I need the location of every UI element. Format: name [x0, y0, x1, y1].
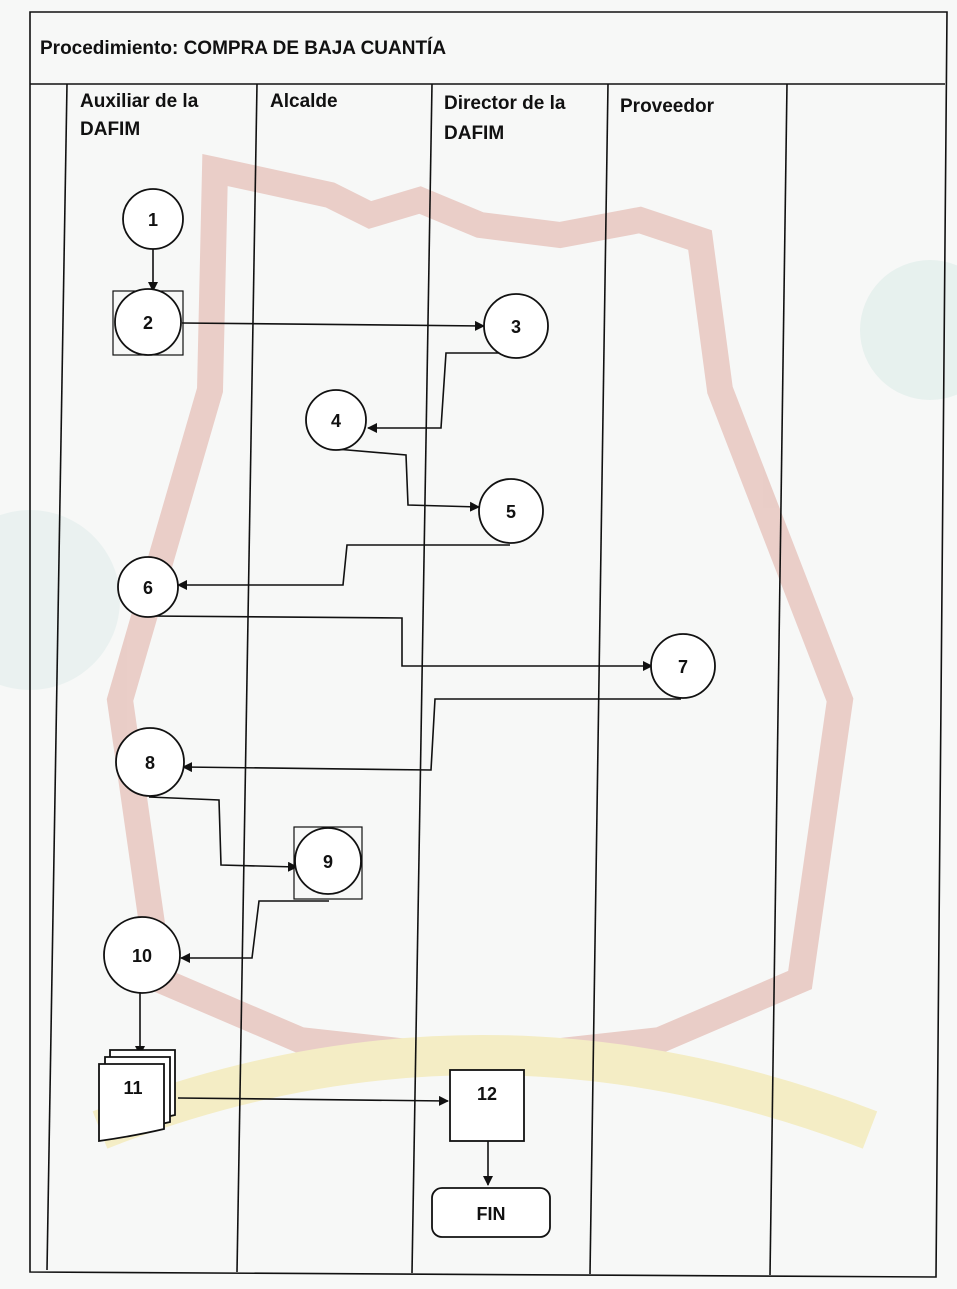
- step-4-label: 4: [331, 411, 341, 431]
- procedure-title: Procedimiento: COMPRA DE BAJA CUANTÍA: [40, 37, 446, 59]
- lane-director-label-2: DAFIM: [444, 123, 504, 144]
- lane-proveedor-label: Proveedor: [620, 96, 715, 117]
- lane-headers: Auxiliar de la DAFIM Alcalde Director de…: [80, 91, 715, 144]
- step-1-label: 1: [148, 210, 158, 230]
- step-11-label: 11: [123, 1078, 142, 1098]
- step-5-label: 5: [506, 502, 516, 522]
- arrow-4-to-5: [336, 449, 479, 507]
- arrow-9-to-10: [181, 901, 329, 958]
- arrow-7-to-8: [183, 699, 681, 770]
- step-8-label: 8: [145, 753, 155, 773]
- arrow-3-to-4: [368, 353, 515, 428]
- arrow-6-to-7: [148, 616, 652, 666]
- step-9-label: 9: [323, 852, 333, 872]
- step-3-label: 3: [511, 317, 521, 337]
- lane-alcalde-label: Alcalde: [270, 91, 338, 112]
- step-12-box: [450, 1070, 524, 1141]
- step-6-label: 6: [143, 578, 153, 598]
- fin-label: FIN: [477, 1204, 506, 1224]
- lane-director-label-1: Director de la: [444, 93, 566, 114]
- step-10-label: 10: [132, 946, 152, 966]
- lane-auxiliar-label-1: Auxiliar de la: [80, 91, 199, 112]
- step-2-label: 2: [143, 313, 153, 333]
- arrow-2-to-3: [182, 323, 484, 326]
- arrow-8-to-9: [149, 797, 297, 867]
- lane-auxiliar-label-2: DAFIM: [80, 119, 140, 140]
- step-7-label: 7: [678, 657, 688, 677]
- step-12-label: 12: [477, 1084, 497, 1104]
- arrow-5-to-6: [178, 545, 510, 585]
